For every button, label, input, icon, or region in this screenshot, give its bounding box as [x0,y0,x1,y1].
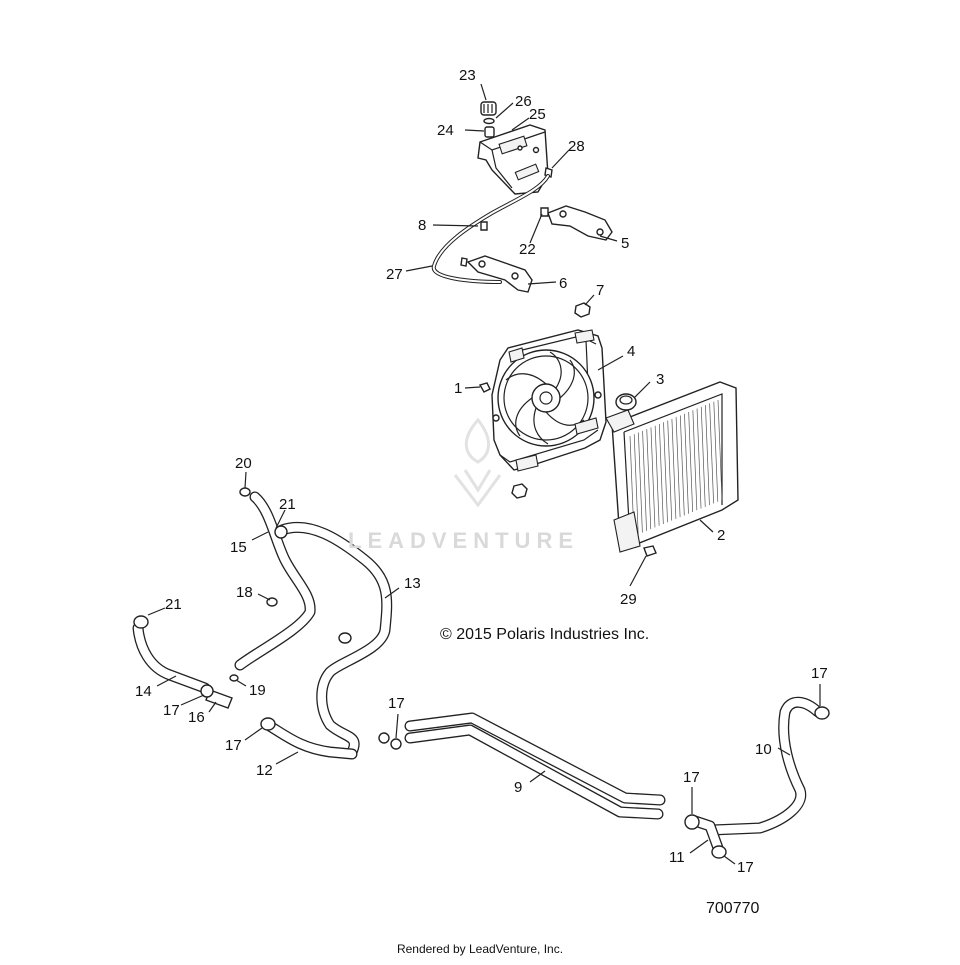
callout-9: 9 [514,779,522,796]
fan-shroud-assembly [491,329,607,472]
screw-icon [478,382,491,393]
callout-8: 8 [418,217,426,234]
callout-25: 25 [529,106,546,123]
radiator-fin [709,403,714,504]
callout-5: 5 [621,235,629,252]
callout-21-upper: 21 [279,496,296,513]
callout-6: 6 [559,275,567,292]
watermark-logo [453,417,502,508]
callout-numbers: 23 26 25 24 28 8 22 5 27 6 7 4 1 3 2 29 … [135,67,828,876]
callout-12: 12 [256,762,273,779]
grommet-icon [643,545,657,557]
leader-lines [147,83,821,865]
radiator-fin [646,429,652,530]
callout-17-elbow: 17 [683,769,700,786]
callout-20: 20 [235,455,252,472]
coolant-reservoir-assembly [431,101,613,293]
radiator-fin [713,401,719,502]
radiator-fin [679,415,685,516]
callout-21-left: 21 [165,596,182,613]
radiator-fin [650,427,656,528]
radiator-cap [615,393,637,411]
radiator-fin [717,399,723,501]
radiator-fin [658,423,664,525]
figure-number: 700770 [706,900,760,917]
callout-19: 19 [249,682,266,699]
callout-16: 16 [188,709,205,726]
callout-11: 11 [669,849,685,866]
radiator [605,381,739,553]
radiator-fin [692,410,698,511]
callout-15: 15 [230,539,247,556]
callout-29: 29 [620,591,637,608]
radiator-fin [663,422,668,523]
radiator-fin [654,425,660,526]
callout-17-right: 17 [811,665,828,682]
callout-2: 2 [717,527,725,544]
callout-22: 22 [519,241,536,258]
render-credit: Rendered by LeadVenture, Inc. [396,942,564,956]
callout-1: 1 [454,380,462,397]
callout-13: 13 [404,575,421,592]
callout-3: 3 [656,371,664,388]
radiator-fin [671,418,677,519]
copyright-notice: © 2015 Polaris Industries Inc. [440,626,650,643]
radiator-fin [684,413,689,514]
callout-17-bottom: 17 [737,859,754,876]
callout-14: 14 [135,683,152,700]
radiator-fin [705,405,710,506]
callout-7: 7 [596,282,604,299]
callout-26: 26 [515,93,532,110]
radiator-fin [667,420,673,521]
callout-10: 10 [755,741,772,758]
callout-27: 27 [386,266,403,283]
radiator-fin [688,411,694,513]
radiator-fin [700,406,706,507]
callout-4: 4 [627,343,635,360]
callout-17-left: 17 [163,702,180,719]
radiator-fin [696,408,702,509]
callout-17-lower: 17 [225,737,242,754]
callout-28: 28 [568,138,585,155]
callout-18: 18 [236,584,253,601]
callout-23: 23 [459,67,476,84]
watermark-text: LEADVENTURE [348,528,580,553]
radiator-fin [675,417,681,518]
nut-icon [574,302,591,318]
radiator-fin [642,430,647,531]
radiator-fin [638,432,643,533]
callout-24: 24 [437,122,454,139]
callout-17-mid: 17 [388,695,405,712]
radiator-fin [633,434,639,535]
